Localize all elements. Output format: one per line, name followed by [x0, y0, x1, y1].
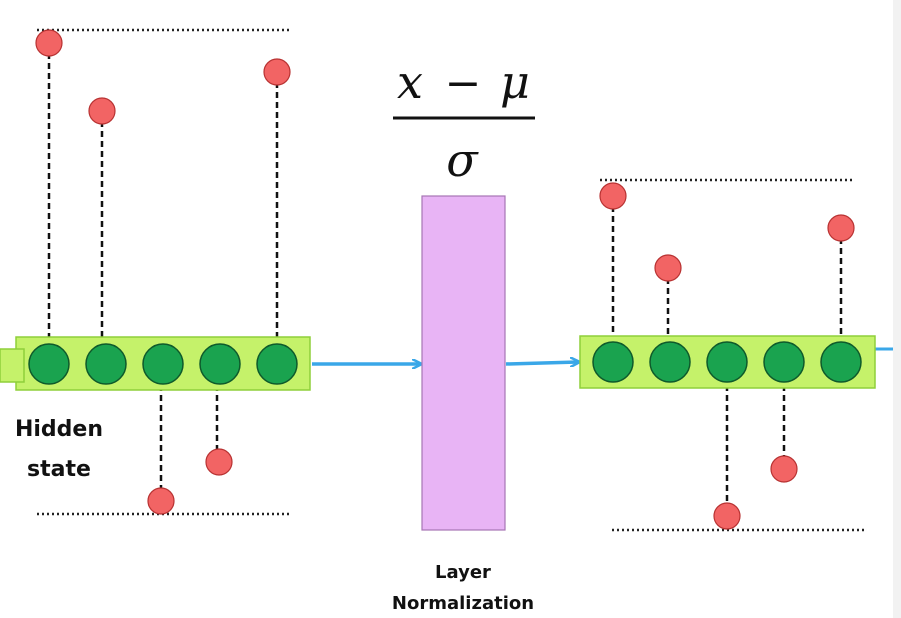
hidden-state-label-line2: state: [27, 457, 91, 482]
normalized-value-dot: [654, 254, 682, 282]
activation-value-dot: [147, 487, 175, 515]
neuron: [706, 341, 748, 383]
normalized-value-dot: [713, 502, 741, 530]
formula-x: x: [397, 55, 423, 109]
normalized-value-dot: [827, 214, 855, 242]
neuron: [85, 343, 127, 385]
hidden-state-group: Hidden state: [0, 28, 311, 516]
neuron: [256, 343, 298, 385]
output-arrow: [505, 362, 578, 364]
neuron: [592, 341, 634, 383]
neuron: [28, 343, 70, 385]
neuron: [142, 343, 184, 385]
activation-value-dot: [88, 97, 116, 125]
normalized-value-dot: [770, 455, 798, 483]
bar-left-tab: [0, 348, 25, 383]
neuron: [763, 341, 805, 383]
formula-minus: −: [445, 58, 482, 109]
hidden-state-label-line1: Hidden: [15, 417, 103, 442]
right-edge-strip: [893, 0, 901, 618]
normalized-value-dot: [599, 182, 627, 210]
neuron: [649, 341, 691, 383]
activation-value-dot: [263, 58, 291, 86]
neuron: [199, 343, 241, 385]
neuron: [820, 341, 862, 383]
layer-normalization-block: [421, 195, 506, 531]
activation-value-dot: [205, 448, 233, 476]
formula-sigma: σ: [446, 133, 479, 187]
activation-value-dot: [35, 29, 63, 57]
normalization-formula: x − μ σ: [393, 55, 535, 187]
normalized-state-group: [579, 178, 876, 532]
formula-mu: μ: [500, 55, 530, 109]
layer-norm-label-line1: Layer: [435, 562, 491, 583]
layer-norm-label-line2: Normalization: [392, 593, 534, 614]
